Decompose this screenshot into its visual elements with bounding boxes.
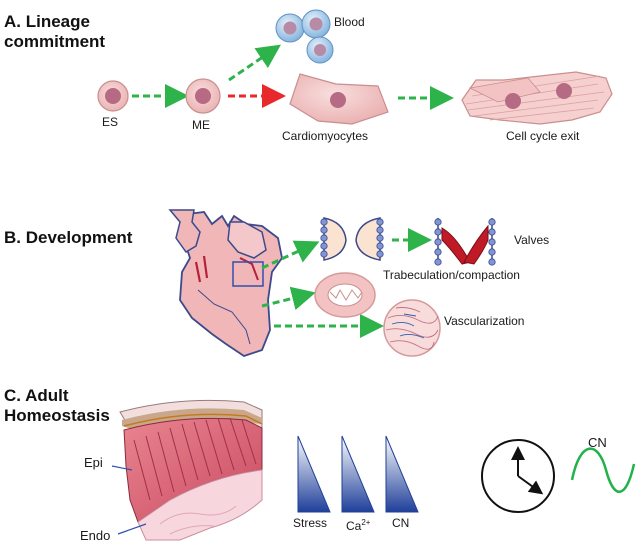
cn-oscillation-wave (570, 447, 636, 493)
cn-gradient (385, 435, 419, 513)
mature-valves (434, 218, 496, 266)
epi-label: Epi (84, 455, 103, 470)
calcium-superscript: 2+ (361, 518, 371, 527)
calcium-label-text: Ca (346, 519, 362, 533)
section-b-title: B. Development (4, 228, 133, 247)
mature-cardiomyocytes (461, 71, 613, 125)
trabeculation-label: Trabeculation/compaction (383, 268, 520, 282)
myocardium-block (119, 399, 263, 541)
section-a-title: A. Lineage commitment (4, 12, 105, 52)
stress-gradient (297, 435, 331, 513)
calcium-gradient (341, 435, 375, 513)
clock-icon (481, 439, 555, 513)
section-a-title-line1: A. Lineage (4, 12, 90, 31)
valves-label: Valves (514, 233, 550, 247)
cn-gradient-label: CN (392, 516, 410, 530)
valve-region-box (232, 261, 264, 287)
epi-pointer (111, 465, 133, 471)
me-cell (185, 78, 221, 114)
trabeculation-ring (314, 272, 376, 318)
blood-cells (275, 9, 334, 64)
cardiomyocyte-cell (289, 73, 389, 125)
section-c-title-line1: C. Adult (4, 386, 69, 405)
blood-label: Blood (334, 15, 365, 29)
section-c-title: C. Adult Homeostasis (4, 386, 110, 426)
calcium-label: Ca2+ (346, 516, 370, 533)
cn-wave-label: CN (588, 435, 607, 450)
valve-cushions (320, 217, 384, 261)
endo-label: Endo (80, 528, 111, 543)
es-label: ES (102, 115, 119, 129)
arrow-heart-to-valves (261, 240, 320, 270)
me-label: ME (192, 118, 210, 132)
section-a-title-line2: commitment (4, 32, 106, 51)
endo-pointer (117, 523, 147, 535)
stress-label: Stress (293, 516, 328, 530)
arrow-heart-to-trabeculation (261, 286, 316, 311)
embryonic-heart (168, 209, 283, 357)
vascularization-disc (383, 299, 441, 357)
arrow-me-to-blood (228, 44, 281, 82)
cardiomyocytes-label: Cardiomyocytes (282, 129, 369, 143)
section-c-title-line2: Homeostasis (4, 406, 110, 425)
vascularization-label: Vascularization (444, 314, 525, 328)
es-cell (97, 80, 129, 112)
cell-cycle-exit-label: Cell cycle exit (506, 129, 580, 143)
